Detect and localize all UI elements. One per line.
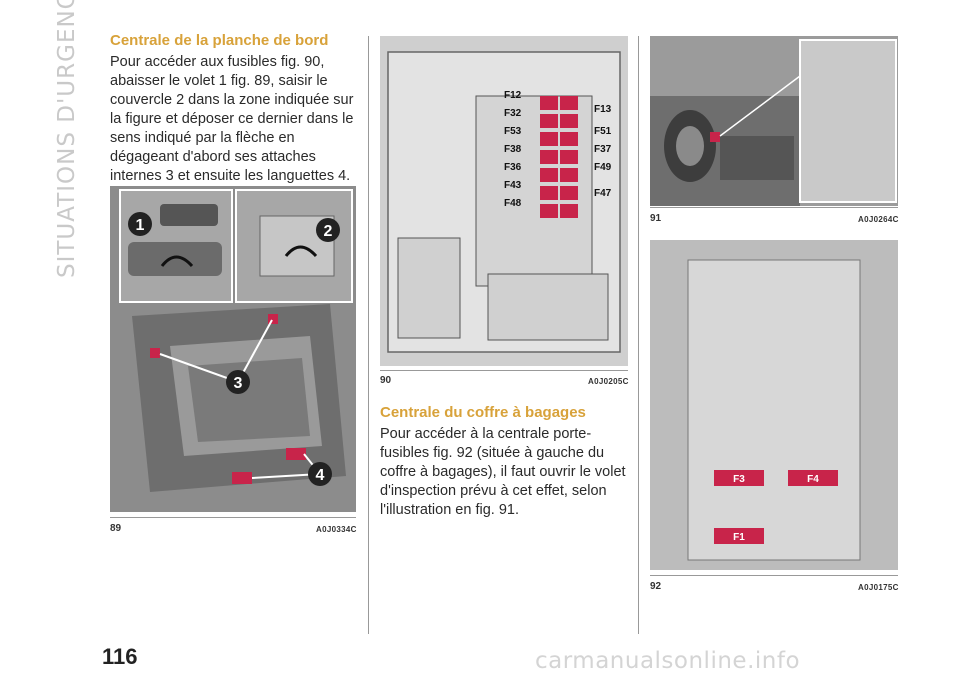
fig90-left-label-F12: F12 bbox=[504, 90, 522, 101]
fig89-callout-2: 2 bbox=[324, 223, 333, 240]
fig90-left-label-F43: F43 bbox=[504, 180, 522, 191]
fig90-code: A0J0205C bbox=[588, 377, 629, 386]
section-title-trunk: Centrale du coffre à bagages bbox=[380, 404, 586, 421]
fig92-number: 92 bbox=[650, 581, 662, 592]
fig90-number: 90 bbox=[380, 375, 392, 386]
page-number: 116 bbox=[102, 644, 138, 669]
fig90-left-label-F53: F53 bbox=[504, 126, 522, 137]
fig92-code: A0J0175C bbox=[858, 583, 899, 592]
fig90-right-label-F51: F51 bbox=[594, 126, 612, 137]
fig92-label-F1: F1 bbox=[733, 532, 745, 543]
column-divider-1 bbox=[368, 36, 369, 634]
section-body-trunk: Pour accéder à la centrale porte-fusible… bbox=[380, 426, 626, 518]
fig90-right-label-F13: F13 bbox=[594, 104, 612, 115]
fig92-label-F3: F3 bbox=[733, 474, 745, 485]
fig89-callout-3: 3 bbox=[234, 375, 243, 392]
fig89-code: A0J0334C bbox=[316, 525, 357, 534]
fig89-callout-1: 1 bbox=[136, 217, 145, 234]
fig90-right-label-F47: F47 bbox=[594, 188, 612, 199]
figure-91-trunk-view bbox=[650, 36, 898, 206]
figure-89-illustration: 1 2 3 4 bbox=[110, 186, 356, 512]
fig89-caption-rule bbox=[110, 517, 356, 518]
fig89-callout-4: 4 bbox=[316, 467, 325, 484]
figure-92-trunk-fuse-layout: F3 F4 F1 bbox=[650, 240, 898, 570]
column-divider-2 bbox=[638, 36, 639, 634]
fig89-number: 89 bbox=[110, 523, 122, 534]
fig90-left-label-F32: F32 bbox=[504, 108, 522, 119]
fig90-right-label-F49: F49 bbox=[594, 162, 612, 173]
fig90-right-label-F37: F37 bbox=[594, 144, 612, 155]
fig91-code: A0J0264C bbox=[858, 215, 899, 224]
fig90-caption-rule bbox=[380, 370, 628, 371]
section-title-dashboard: Centrale de la planche de bord bbox=[110, 32, 329, 49]
section-body-dashboard: Pour accéder aux fusibles fig. 90, abais… bbox=[110, 54, 354, 184]
chapter-side-title: SITUATIONS D'URGENCE bbox=[54, 0, 80, 278]
fig90-left-label-F36: F36 bbox=[504, 162, 522, 173]
fig91-caption-rule bbox=[650, 207, 898, 208]
fig91-number: 91 bbox=[650, 213, 662, 224]
site-watermark: carmanualsonline.info bbox=[535, 648, 801, 674]
fig92-label-F4: F4 bbox=[807, 474, 819, 485]
fig90-left-label-F38: F38 bbox=[504, 144, 522, 155]
figure-90-fuse-box: F12 F32 F53 F38 F36 F43 F48 F13 F51 F37 … bbox=[380, 36, 628, 366]
fig90-left-label-F48: F48 bbox=[504, 198, 522, 209]
fig92-caption-rule bbox=[650, 575, 898, 576]
